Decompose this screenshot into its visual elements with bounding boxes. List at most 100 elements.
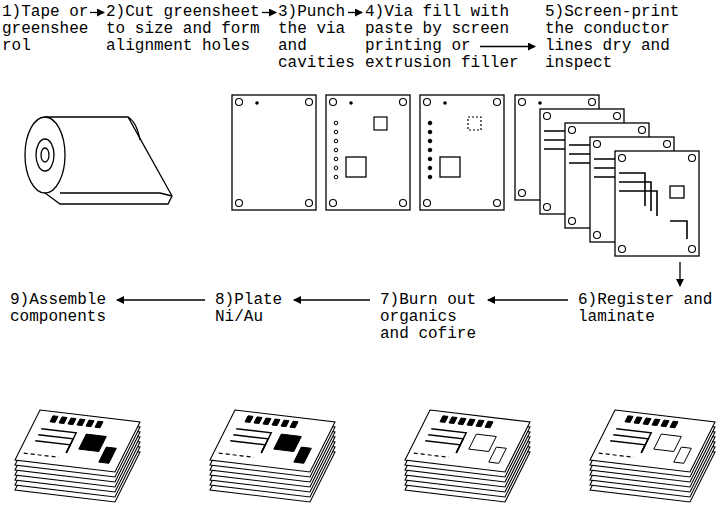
step-label: 8)Plate Ni/Au [215,292,284,326]
greensheet-roll [25,117,172,204]
flow-arrow [90,12,104,13]
mark-dot [443,101,447,105]
generated-drawing [15,95,715,502]
terminal-pad [272,419,280,426]
surface-conductor [35,441,70,453]
laminate-layer [210,410,335,472]
chip-site [294,447,312,463]
surface-conductor [599,453,634,457]
alignment-hole [424,200,431,207]
step-label: 6)Register and laminate [578,292,714,326]
alignment-hole [594,141,601,148]
mark-dot [255,101,259,105]
surface-conductor [219,453,254,457]
greensheet [232,95,316,210]
roll-end [25,117,65,193]
via-hole [334,148,338,152]
flow-arrow [294,299,370,300]
small-cavity [468,117,481,130]
alignment-hole [494,200,501,207]
conductor-line [670,221,687,239]
alignment-hole [589,99,596,106]
alignment-hole [519,99,526,106]
surface-conductor [236,429,271,453]
alignment-hole [689,246,696,253]
flow-arrow [679,262,680,286]
laminate-layer [405,410,530,472]
via-hole [428,166,432,170]
alignment-hole [639,127,646,134]
terminal-pad [643,418,651,425]
alignment-hole [400,200,407,207]
alignment-hole [400,99,407,106]
terminal-pad [281,420,289,427]
roll-core [36,139,54,171]
terminal-pad [245,416,253,423]
via-hole [428,148,432,152]
greensheet [615,151,699,256]
terminal-pad [86,420,94,427]
alignment-hole [569,218,576,225]
surface-conductor [24,453,59,457]
conductor-pad [670,186,684,198]
terminal-pad [661,420,669,427]
alignment-hole [306,200,313,207]
alignment-hole [619,246,626,253]
step-label: 9)Assemble components [10,292,108,326]
greensheet [420,95,504,210]
step-label: 3)Punch the via and cavities [278,4,357,72]
alignment-hole [664,141,671,148]
chip-site [79,434,107,451]
terminal-pad [254,417,262,424]
via-hole [334,175,338,179]
chip-site [469,434,497,451]
flow-arrow [117,299,205,300]
large-cavity [346,157,366,177]
roll-edge [128,117,140,140]
via-hole [334,139,338,143]
via-hole [334,121,338,125]
alignment-hole [544,113,551,120]
surface-conductor [230,441,265,453]
step-label: 7)Burn out organics and cofire [380,292,478,343]
via-hole [334,166,338,170]
alignment-hole [594,232,601,239]
alignment-hole [519,190,526,197]
surface-conductor [610,441,645,453]
sheet-edge [60,193,172,196]
flow-arrow [348,12,362,13]
terminal-pad [467,419,475,426]
flow-arrow [488,299,568,300]
terminal-pad [652,419,660,426]
surface-conductor [41,429,76,453]
alignment-hole [614,113,621,120]
alignment-hole [569,127,576,134]
chip-site [99,447,117,463]
small-cavity [374,117,387,130]
alignment-hole [424,99,431,106]
alignment-hole [306,99,313,106]
alignment-hole [619,155,626,162]
surface-conductor [414,453,449,457]
via-hole [428,139,432,143]
chip-site [654,434,682,451]
via-hole [334,130,338,134]
terminal-pad [68,418,76,425]
alignment-hole [330,200,337,207]
alignment-hole [544,204,551,211]
laminate-layer [590,410,715,472]
large-cavity [440,157,460,177]
terminal-pad [50,416,58,423]
terminal-pad [95,421,103,428]
via-hole [428,121,432,125]
flow-arrow [480,46,535,47]
terminal-pad [449,417,457,424]
step-label: 4)Via fill with paste by screen printing… [365,4,521,72]
alignment-hole [330,99,337,106]
alignment-hole [494,99,501,106]
alignment-hole [236,99,243,106]
terminal-pad [485,421,493,428]
via-hole [428,175,432,179]
